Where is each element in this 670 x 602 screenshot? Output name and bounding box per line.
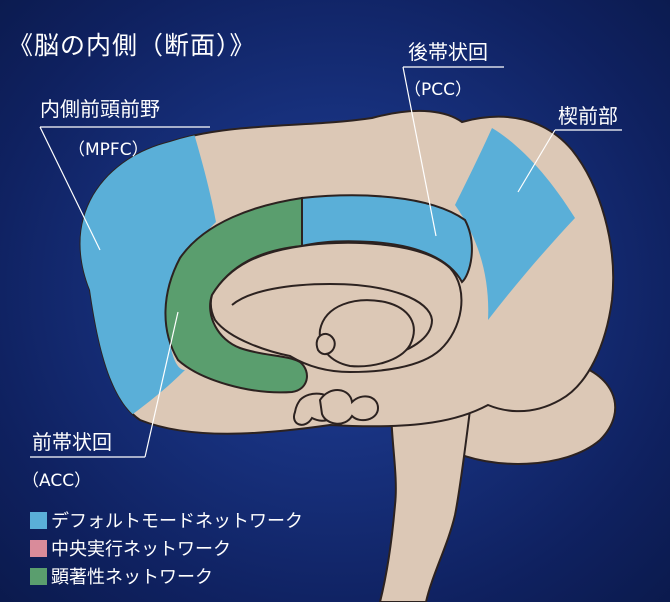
pcc-leader	[402, 66, 504, 237]
precuneus-leader	[517, 129, 622, 193]
legend-swatch-central-executive	[30, 539, 47, 557]
legend: デフォルトモードネットワーク 中央実行ネットワーク 顕著性ネットワーク	[30, 506, 303, 590]
pcc-region	[301, 194, 473, 284]
legend-label-default-mode: デフォルトモードネットワーク	[51, 511, 303, 532]
pcc-abbr: （PCC）	[404, 80, 472, 100]
legend-label-central-executive: 中央実行ネットワーク	[51, 539, 231, 560]
mpfc-leader	[39, 126, 210, 251]
legend-label-salience: 顕著性ネットワーク	[51, 567, 213, 588]
precuneus-region	[455, 128, 575, 320]
pcc-label: 後帯状回	[408, 40, 488, 64]
legend-item-salience: 顕著性ネットワーク	[30, 562, 303, 590]
acc-abbr: （ACC）	[22, 471, 92, 491]
mpfc-label: 内側前頭前野	[40, 97, 160, 121]
thalamus	[318, 299, 415, 368]
mammillary-body	[315, 332, 336, 356]
acc-label: 前帯状回	[32, 430, 112, 454]
legend-swatch-default-mode	[30, 511, 47, 529]
mpfc-abbr: （MPFC）	[68, 140, 149, 160]
diagram-title: 《脳の内側（断面）》	[8, 31, 256, 60]
midbrain-loops	[318, 389, 380, 425]
legend-item-central-executive: 中央実行ネットワーク	[30, 534, 303, 562]
fornix	[231, 282, 434, 359]
precuneus-label: 楔前部	[558, 104, 618, 128]
acc-leader	[30, 311, 179, 458]
legend-swatch-salience	[30, 567, 47, 585]
legend-item-default-mode: デフォルトモードネットワーク	[30, 506, 303, 534]
